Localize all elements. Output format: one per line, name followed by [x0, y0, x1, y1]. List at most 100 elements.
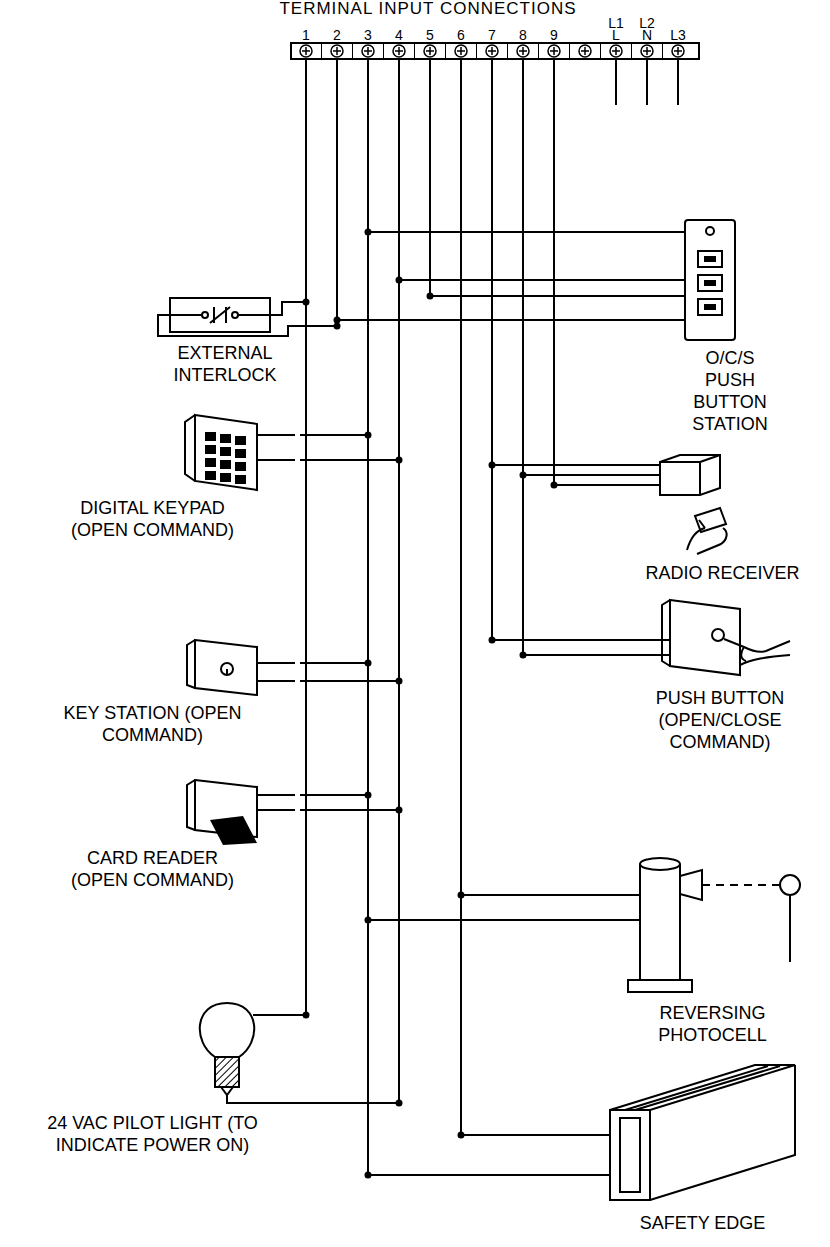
device-node: 24 VAC PILOT LIGHT (TO INDICATE POWER ON… — [5, 995, 300, 1156]
terminal-screw — [610, 45, 622, 57]
drawing-part — [640, 864, 680, 980]
junction-dot — [427, 293, 434, 300]
terminal-screw — [331, 45, 343, 57]
terminal-number: 8 — [512, 29, 534, 41]
terminal: L3 — [664, 18, 692, 60]
terminal-screw — [455, 45, 467, 57]
drawing-part — [220, 434, 231, 443]
drawing-part — [195, 640, 257, 695]
device-symbol — [5, 410, 300, 495]
drawing-part — [235, 462, 246, 471]
terminal: 1 — [292, 18, 320, 60]
drawing-part — [685, 220, 735, 340]
wire — [396, 60, 671, 284]
terminal: 3 — [354, 18, 382, 60]
drawing-part — [200, 1003, 300, 1103]
drawing-part — [698, 251, 722, 267]
drawing-part — [220, 447, 231, 456]
junction-dot — [551, 482, 558, 489]
drawing-part — [687, 520, 727, 554]
wire — [458, 60, 601, 899]
device-node: DIGITAL KEYPAD (OPEN COMMAND) — [5, 410, 300, 541]
drawing-part — [628, 980, 692, 992]
drawing-part — [238, 302, 300, 315]
device-node: KEY STATION (OPEN COMMAND) — [5, 635, 300, 746]
drawing-part — [185, 415, 195, 481]
supply-wire — [646, 60, 648, 105]
drawing-part — [704, 280, 716, 286]
drawing-part — [625, 465, 660, 485]
device-label: EXTERNAL INTERLOCK — [155, 342, 295, 386]
wire — [300, 60, 372, 439]
device-label: 24 VAC PILOT LIGHT (TO INDICATE POWER ON… — [28, 1112, 278, 1156]
drawing-part — [680, 870, 702, 900]
wire-path — [461, 60, 580, 1135]
drawing-part — [712, 629, 724, 641]
wire-path — [523, 60, 640, 655]
terminal-divider — [321, 43, 322, 59]
wire — [300, 60, 403, 814]
wire-path — [337, 60, 670, 320]
device-label: PUSH BUTTON (OPEN/CLOSE COMMAND) — [648, 687, 793, 753]
drawing-part — [698, 275, 722, 291]
device-label: REVERSING PHOTOCELL — [643, 1002, 783, 1046]
terminal-screw — [424, 45, 436, 57]
terminal-screw — [672, 45, 684, 57]
terminal-screw-slot — [364, 47, 372, 55]
wire-path — [300, 60, 368, 435]
device-label: RADIO RECEIVER — [633, 562, 813, 584]
terminal: 7 — [478, 18, 506, 60]
drawing-part — [253, 1014, 300, 1016]
terminal-number: 2 — [326, 29, 348, 41]
wire — [365, 60, 671, 236]
wire — [458, 60, 581, 1139]
terminal: 8 — [509, 18, 537, 60]
terminal-divider — [383, 43, 384, 59]
wire — [300, 60, 310, 1019]
junction-dot — [334, 323, 341, 330]
wire — [334, 60, 671, 324]
drawing-part — [704, 304, 716, 310]
drawing-part — [257, 663, 295, 681]
terminal-divider — [445, 43, 446, 59]
drawing-part — [221, 1087, 233, 1095]
wire — [489, 60, 641, 644]
drawing-part — [610, 1065, 795, 1110]
terminal: L1 L — [602, 18, 630, 60]
drawing-part — [662, 600, 670, 666]
terminal-screw-slot — [581, 47, 589, 55]
drawing-part — [600, 895, 640, 920]
terminal-number: 4 — [388, 29, 410, 41]
terminal-divider — [414, 43, 415, 59]
device-symbol — [600, 850, 825, 1000]
drawing-part — [625, 1066, 780, 1110]
junction-dot — [303, 1012, 310, 1019]
drawing-part — [706, 227, 714, 235]
wire — [520, 60, 626, 479]
wire — [300, 60, 372, 667]
terminal-screw-slot — [426, 47, 434, 55]
terminal-number: 1 — [295, 29, 317, 41]
terminal-number: 5 — [419, 29, 441, 41]
terminal: 4 — [385, 18, 413, 60]
drawing-part — [158, 315, 300, 336]
device-label: SAFETY EDGE — [623, 1212, 783, 1234]
device-label: CARD READER (OPEN COMMAND) — [60, 847, 245, 891]
terminal-divider — [631, 43, 632, 59]
device-symbol — [640, 595, 800, 685]
terminal-number: 3 — [357, 29, 379, 41]
drawing-part — [205, 471, 216, 480]
device-label: KEY STATION (OPEN COMMAND) — [63, 702, 243, 746]
terminal-screw — [362, 45, 374, 57]
wire-path — [368, 60, 670, 232]
device-node: CARD READER (OPEN COMMAND) — [5, 775, 300, 891]
strip-title: TERMINAL INPUT CONNECTIONS — [228, 0, 628, 18]
terminal-divider — [662, 43, 663, 59]
wire-path — [492, 60, 640, 640]
terminal-screw — [517, 45, 529, 57]
terminal-screw-slot — [550, 47, 558, 55]
drawing-part — [780, 875, 800, 895]
drawing-part — [232, 312, 238, 318]
